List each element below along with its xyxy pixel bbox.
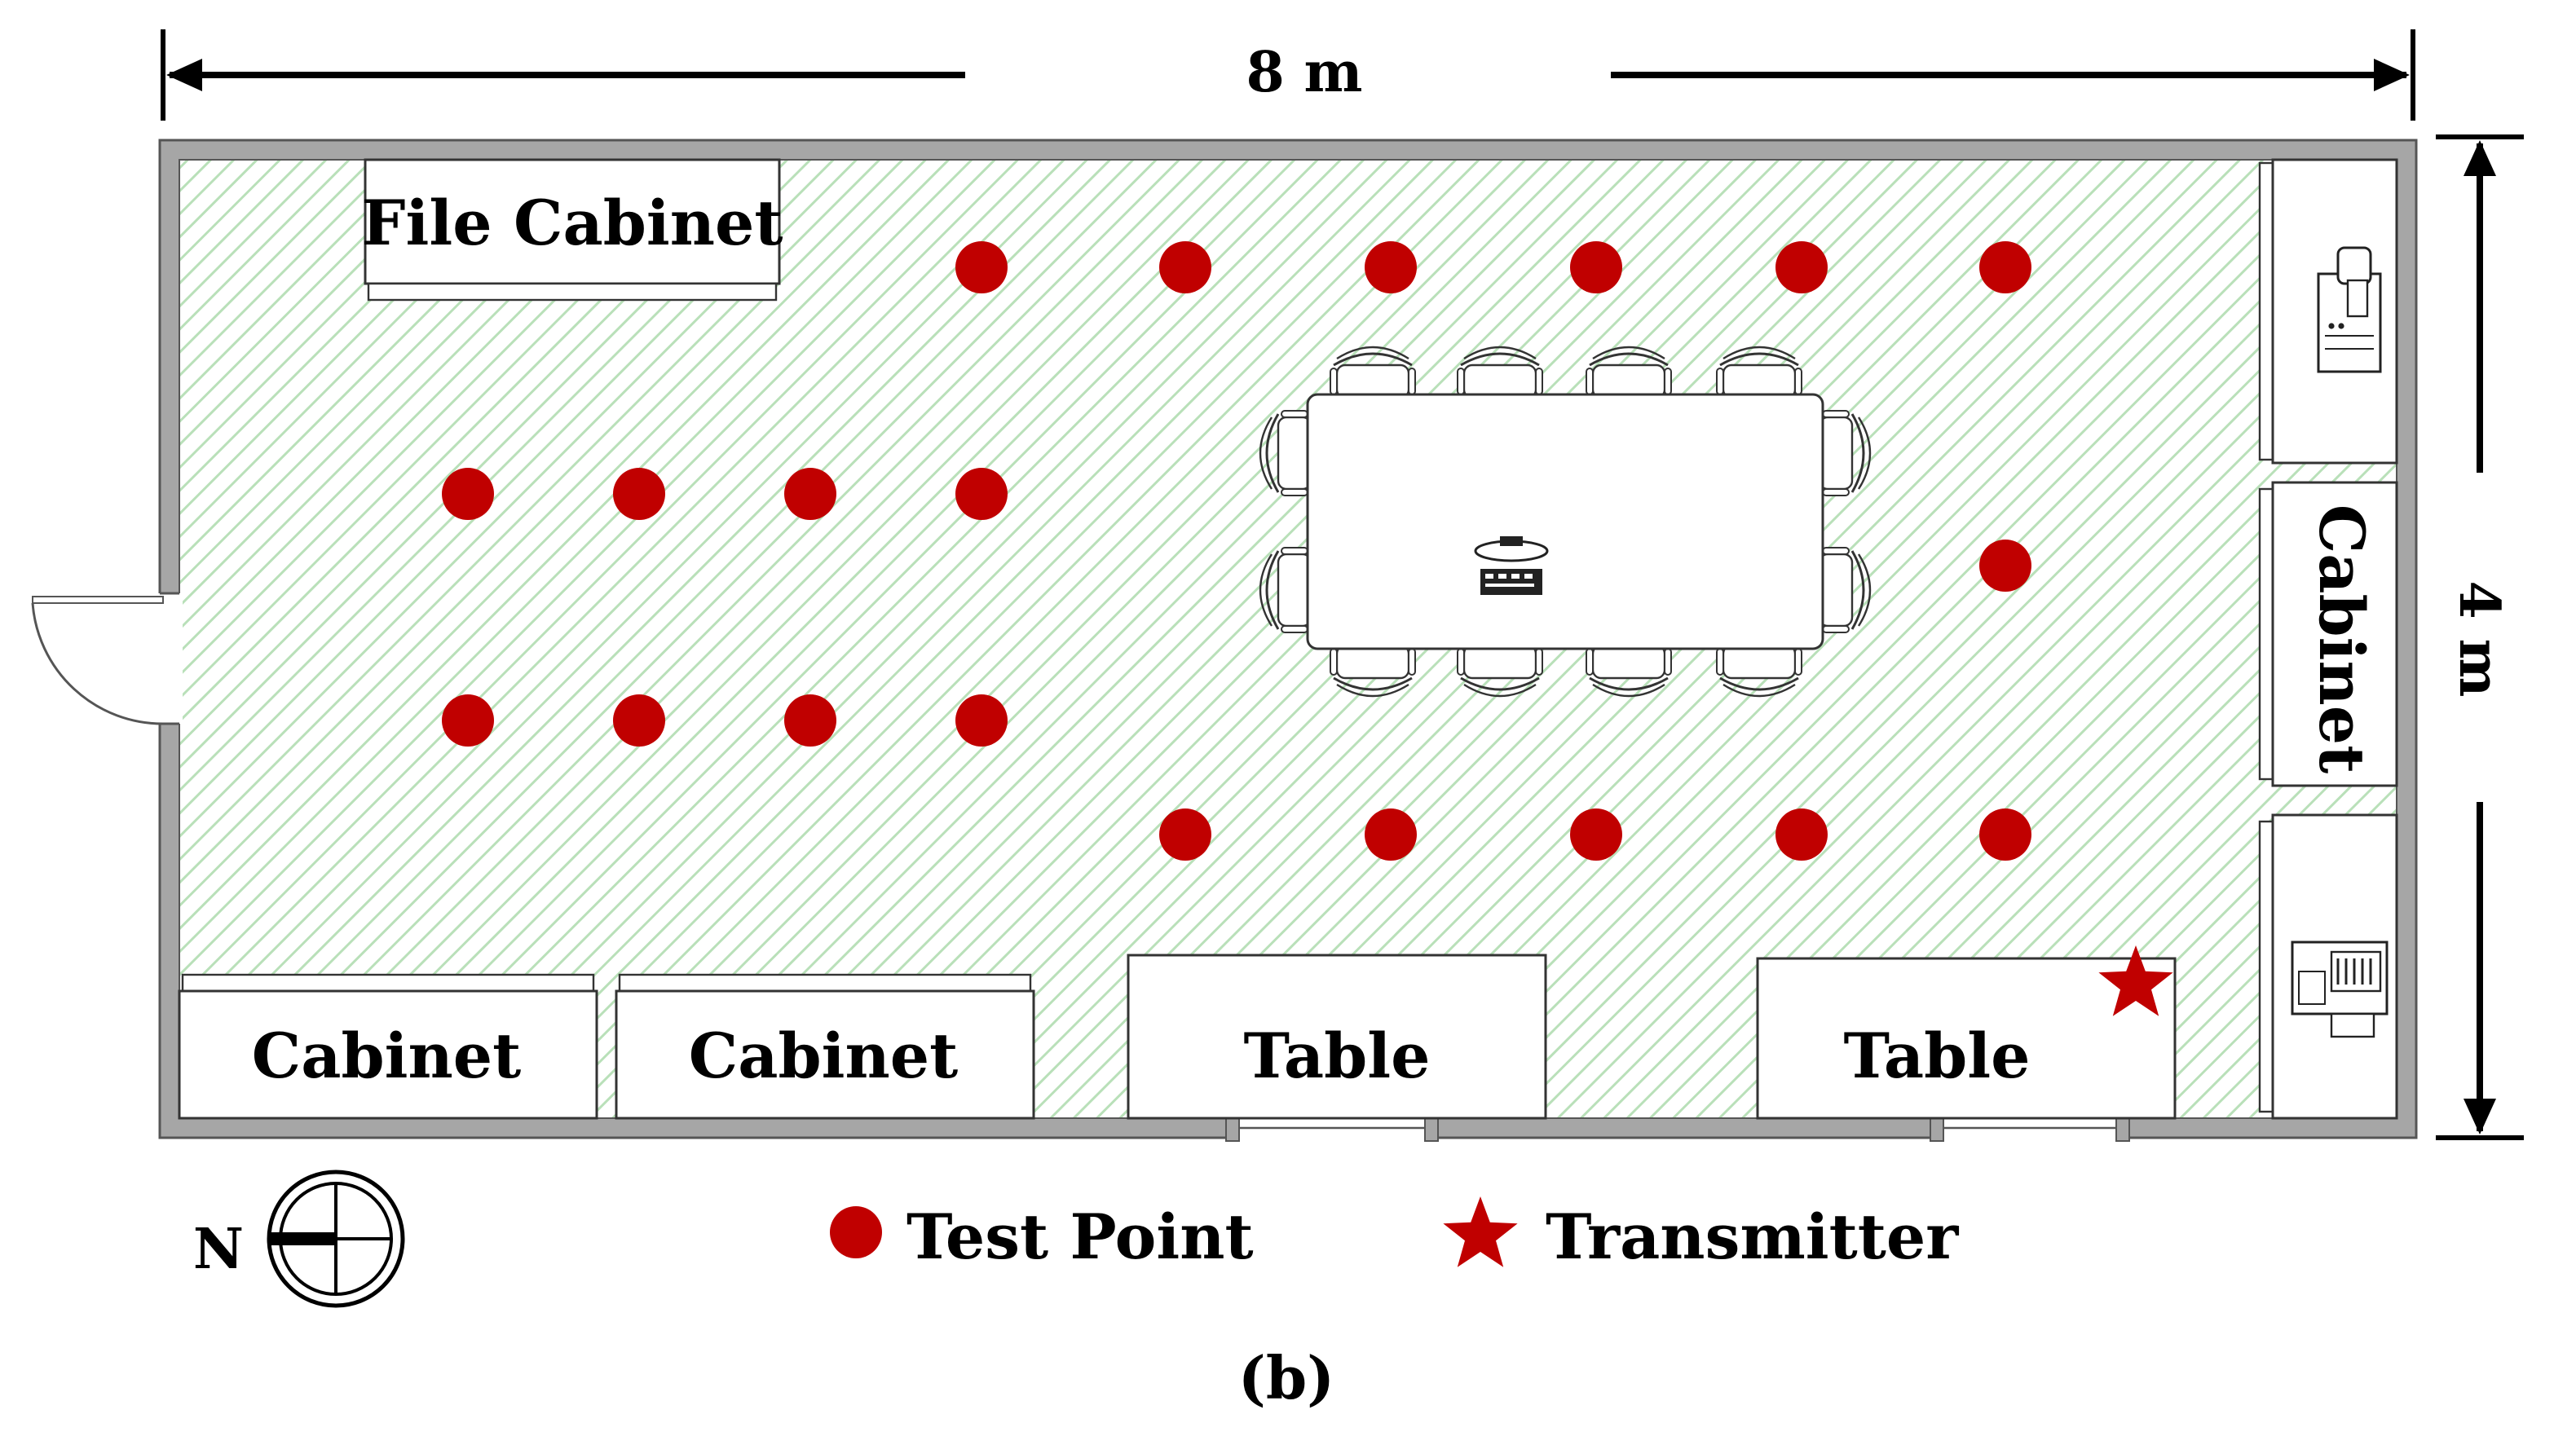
test-point-15 [955, 694, 1008, 747]
cabinet-middle: Cabinet [615, 973, 1035, 1120]
chair-bottom-2 [1457, 644, 1543, 698]
test-point-17 [1365, 808, 1417, 861]
right-cabinet-top [2258, 158, 2398, 465]
door-left [31, 592, 183, 725]
chair-left-1 [1259, 410, 1312, 496]
table-left: Table [1127, 954, 1547, 1120]
chair-bottom-3 [1586, 644, 1672, 698]
table-left-label: Table [1244, 1020, 1431, 1092]
transmitter-star [2098, 945, 2173, 1016]
transmitter-marker [2098, 945, 2173, 1016]
cabinet-left-label: Cabinet [252, 1020, 521, 1092]
legend-transmitter-symbol [1443, 1196, 1518, 1267]
chair-top-1 [1330, 346, 1416, 399]
window-bottom-right [1930, 1117, 2130, 1142]
test-point-8 [613, 468, 665, 520]
test-point-11 [1979, 540, 2031, 592]
copier-icon [2291, 941, 2389, 1038]
test-point-13 [613, 694, 665, 747]
test-points [442, 241, 2031, 861]
chair-left-2 [1259, 547, 1312, 633]
chairs-bottom [1330, 644, 1802, 698]
height-label: 4 m [2446, 581, 2512, 698]
width-label: 8 m [1246, 40, 1363, 105]
cabinet-right-label: Cabinet [2305, 504, 2378, 773]
chair-bottom-1 [1330, 644, 1416, 698]
table-right: Table [1756, 957, 2177, 1120]
test-point-6 [1979, 241, 2031, 293]
compass-icon: N [193, 1170, 405, 1308]
test-point-18 [1570, 808, 1622, 861]
chair-top-2 [1457, 346, 1543, 399]
test-point-5 [1775, 241, 1828, 293]
test-point-19 [1775, 808, 1828, 861]
chair-right-2 [1818, 547, 1872, 633]
test-point-20 [1979, 808, 2031, 861]
conference-table [1259, 346, 1872, 698]
figure-caption: (b) [1238, 1343, 1334, 1412]
right-cabinet-middle: Cabinet [2258, 481, 2398, 787]
test-point-4 [1570, 241, 1622, 293]
test-point-12 [442, 694, 494, 747]
chair-top-4 [1716, 346, 1802, 399]
legend: Test Point Transmitter [830, 1196, 1959, 1273]
chair-top-3 [1586, 346, 1672, 399]
height-dimension: 4 m [2436, 134, 2524, 1140]
compass-north-label: N [193, 1217, 244, 1282]
window-bottom-left [1225, 1117, 1439, 1142]
printer-icon [2317, 246, 2382, 373]
file-cabinet: File Cabinet [362, 158, 783, 302]
cabinet-left: Cabinet [178, 973, 598, 1120]
test-point-9 [784, 468, 836, 520]
table-right-label: Table [1844, 1020, 2031, 1092]
legend-test-point-symbol [830, 1206, 882, 1258]
width-dimension: 8 m [161, 29, 2415, 121]
test-point-14 [784, 694, 836, 747]
test-point-3 [1365, 241, 1417, 293]
chair-right-1 [1818, 410, 1872, 496]
right-cabinet-bottom [2258, 813, 2398, 1120]
file-cabinet-label: File Cabinet [362, 187, 783, 259]
legend-test-point-label: Test Point [906, 1200, 1254, 1273]
test-point-2 [1159, 241, 1211, 293]
chairs-top [1330, 346, 1802, 399]
test-point-16 [1159, 808, 1211, 861]
test-point-10 [955, 468, 1008, 520]
cabinet-middle-label: Cabinet [689, 1020, 958, 1092]
test-point-7 [442, 468, 494, 520]
chair-bottom-4 [1716, 644, 1802, 698]
legend-transmitter-label: Transmitter [1546, 1200, 1959, 1273]
test-point-1 [955, 241, 1008, 293]
conference-phone-icon [1474, 536, 1549, 595]
